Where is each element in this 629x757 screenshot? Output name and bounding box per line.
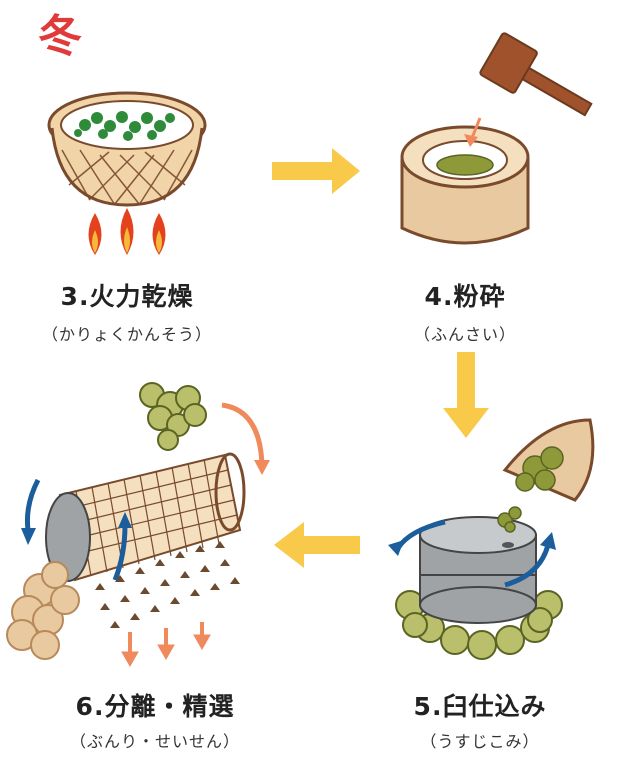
flow-arrow-4-to-5	[443, 352, 489, 438]
stone-mill-illustration	[388, 418, 595, 660]
step4-reading: （ふんさい）	[413, 325, 516, 344]
drying-basket-illustration	[47, 91, 207, 207]
step5-title: 5.臼仕込み	[413, 692, 547, 721]
step6-reading: （ぶんり・せいせん）	[69, 732, 240, 751]
season-label: 冬	[38, 11, 82, 62]
mortar-mallet-illustration	[400, 32, 593, 245]
fire-flames-illustration	[88, 208, 166, 255]
step6-title: 6.分離・精選	[75, 692, 235, 721]
sieve-drum-illustration	[6, 382, 270, 668]
step4-title: 4.粉砕	[424, 282, 506, 311]
step3-reading: （かりょくかんそう）	[41, 325, 212, 344]
step3-title: 3.火力乾燥	[60, 282, 194, 311]
step5-reading: （うすじこみ）	[420, 732, 540, 751]
flow-arrow-5-to-6	[274, 522, 360, 568]
flow-arrow-3-to-4	[272, 148, 360, 194]
